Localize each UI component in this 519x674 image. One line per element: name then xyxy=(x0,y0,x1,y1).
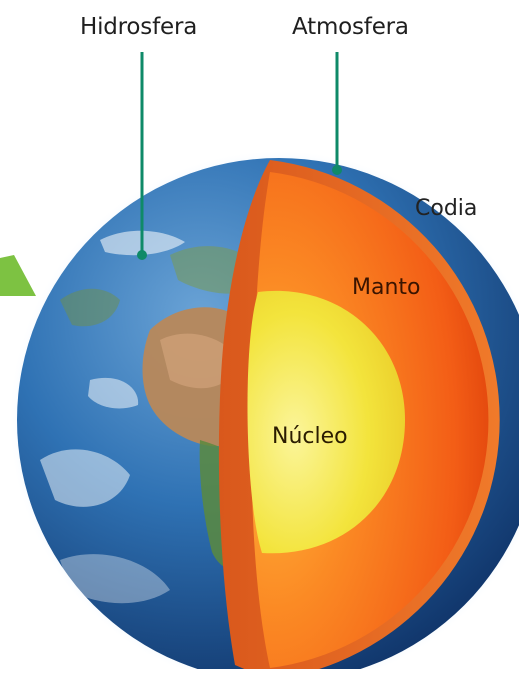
core-section xyxy=(247,290,405,554)
hidrosfera-label: Hidrosfera xyxy=(80,14,198,40)
atmosfera-label: Atmosfera xyxy=(292,14,409,40)
continents xyxy=(40,230,255,604)
atmosfera-marker xyxy=(332,165,342,175)
green-triangle-icon xyxy=(0,255,36,296)
nucleo-label: Núcleo xyxy=(272,424,348,449)
codia-label: Codia xyxy=(415,196,478,221)
hidrosfera-marker xyxy=(137,250,147,260)
manto-label: Manto xyxy=(352,275,421,300)
